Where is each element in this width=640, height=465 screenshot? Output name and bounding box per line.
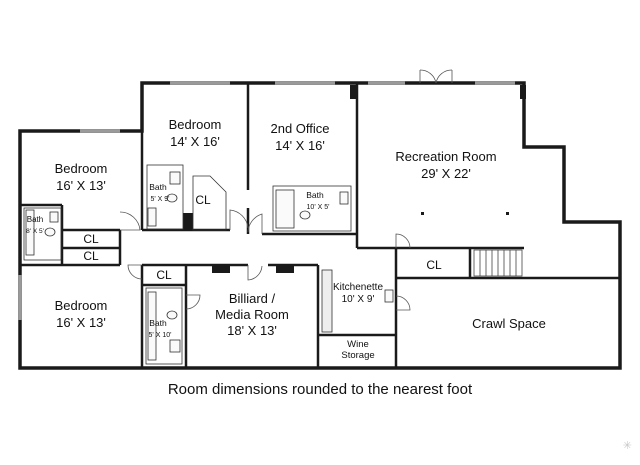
room-name: Bath <box>149 318 167 328</box>
room-dimension: 29' X 22' <box>421 166 471 181</box>
room-dimension: 8' X 5' <box>26 228 44 235</box>
room-dimension: 14' X 16' <box>275 138 325 153</box>
room-name: Media Room <box>215 307 289 322</box>
room-name: Billiard / <box>229 291 276 306</box>
corner-watermark-icon: ✳ <box>622 439 632 452</box>
room-name: Crawl Space <box>472 316 546 331</box>
room-dimension: 18' X 13' <box>227 323 277 338</box>
room-name: Bath <box>149 182 167 192</box>
room-dimension: 5' X 9' <box>150 196 169 203</box>
bath-fixtures <box>23 164 523 365</box>
closet-label: CL <box>83 249 99 263</box>
room-dimension: 5' X 10' <box>149 332 172 339</box>
closet-label: CL <box>195 193 211 207</box>
windows <box>18 81 515 320</box>
room-dimension: 10' X 9' <box>342 294 375 305</box>
room-dimension: 14' X 16' <box>170 134 220 149</box>
room-name: Bedroom <box>55 161 108 176</box>
closet-label: CL <box>426 258 442 272</box>
plan-caption: Room dimensions rounded to the nearest f… <box>167 381 473 398</box>
room-name: Bedroom <box>55 298 108 313</box>
room-labels: Bedroom 14' X 16' 2nd Office 14' X 16' R… <box>26 117 546 361</box>
structural-posts <box>183 85 526 273</box>
room-name: Recreation Room <box>395 149 496 164</box>
room-name: Wine <box>347 339 369 350</box>
interior-walls <box>20 83 620 368</box>
room-dimension: 10' X 5' <box>307 204 330 211</box>
room-name: Kitchenette <box>333 282 383 293</box>
room-name: Storage <box>341 350 374 361</box>
exterior-walls <box>18 81 622 370</box>
doors <box>119 69 453 311</box>
room-name: Bedroom <box>169 117 222 132</box>
room-name: 2nd Office <box>270 121 329 136</box>
closet-label: CL <box>156 268 172 282</box>
room-name: Bath <box>27 215 43 224</box>
closet-label: CL <box>83 232 99 246</box>
room-dimension: 16' X 13' <box>56 315 106 330</box>
room-name: Bath <box>306 190 324 200</box>
room-dimension: 16' X 13' <box>56 178 106 193</box>
